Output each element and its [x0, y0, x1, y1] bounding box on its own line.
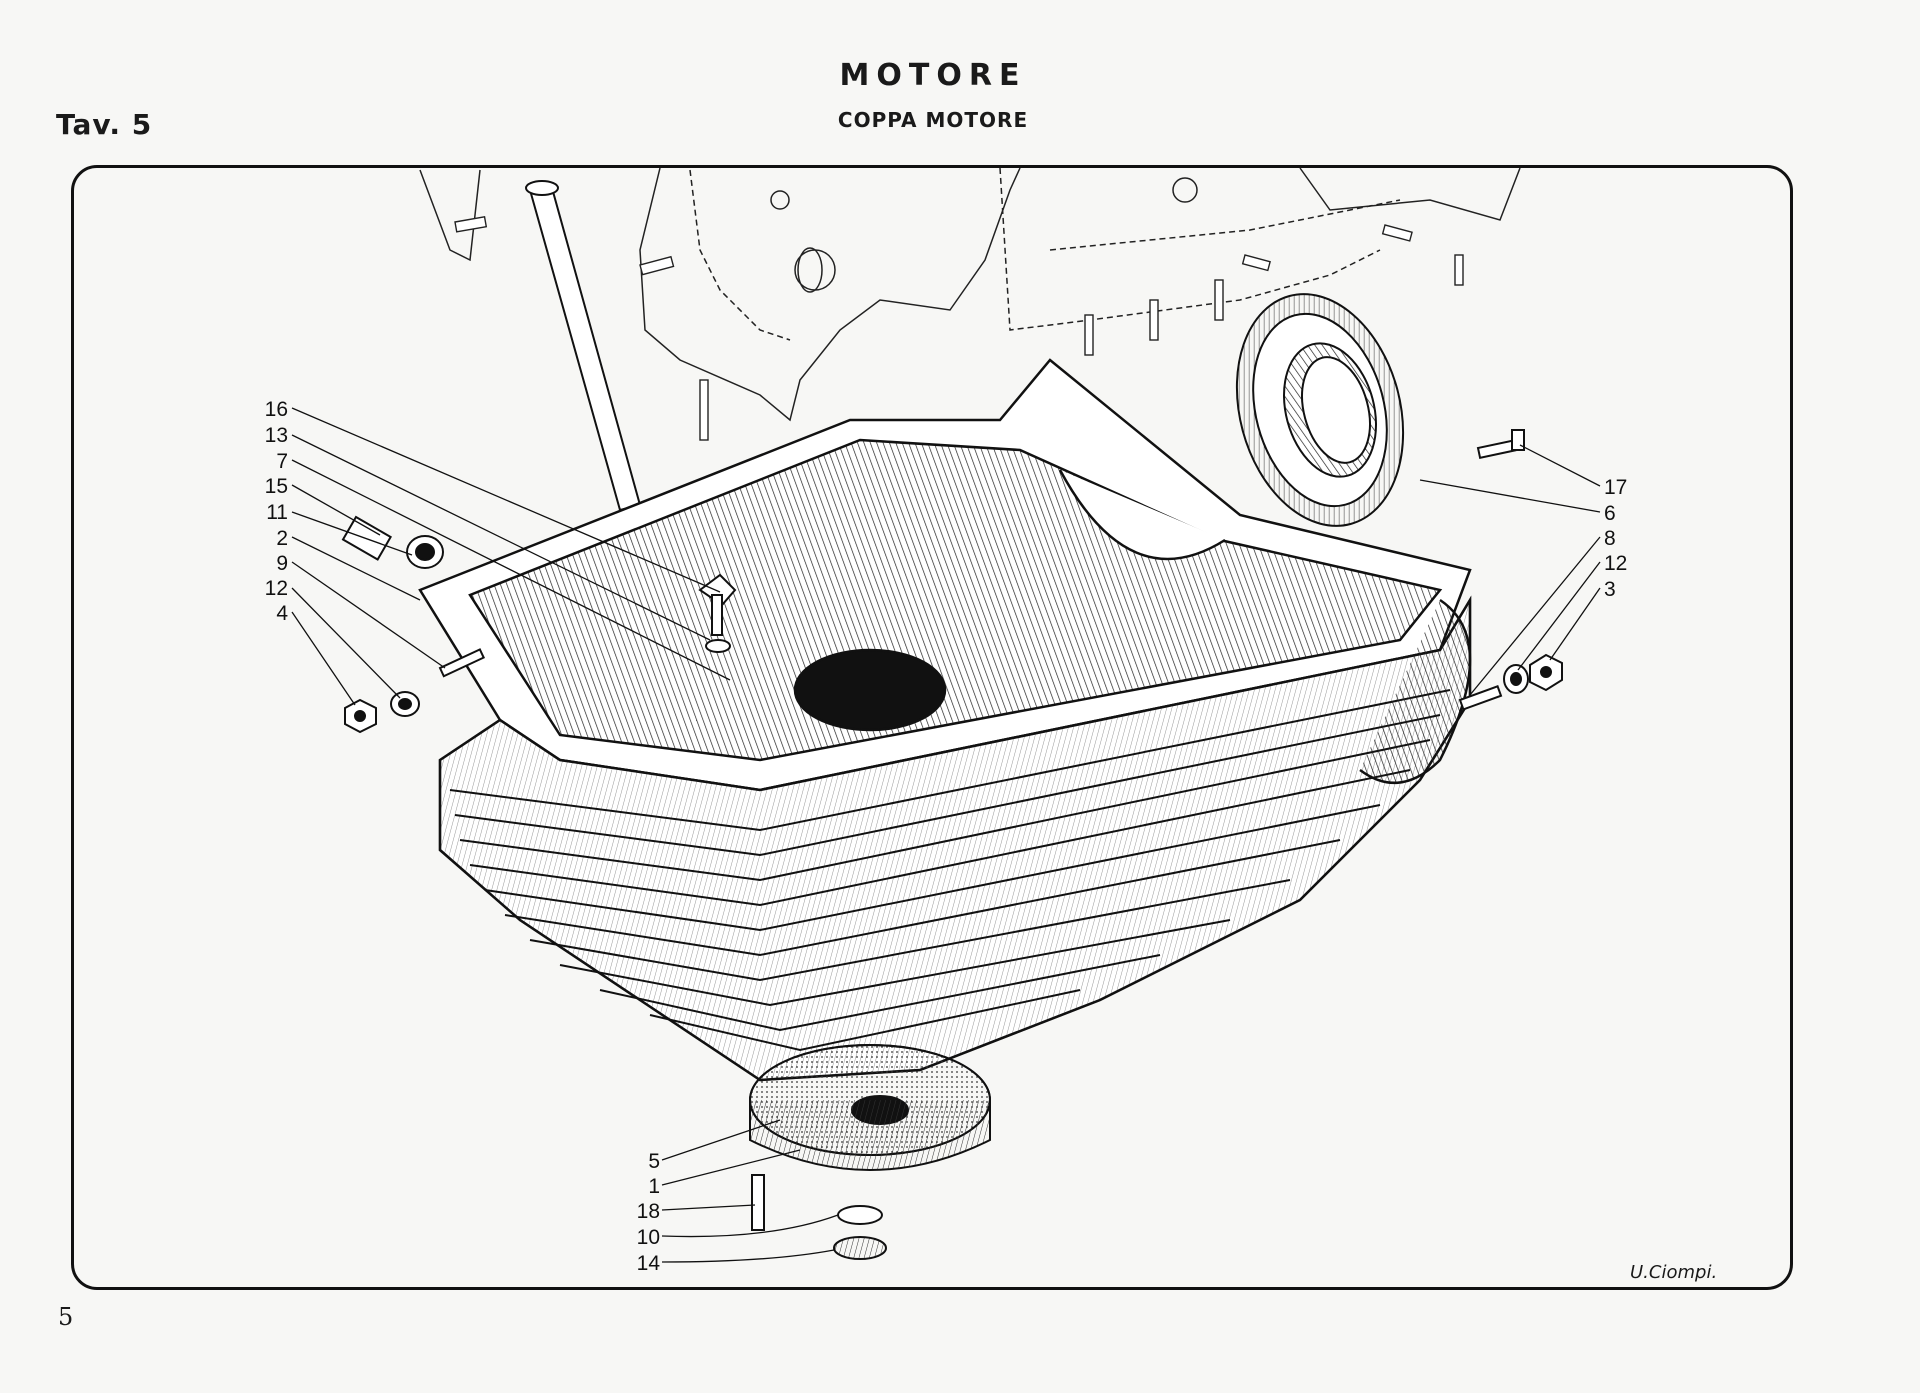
callouts-left: 16 13 7 15 11 2 9 12 4: [265, 398, 289, 625]
right-hardware: [1458, 429, 1563, 711]
callout-14: 14: [637, 1252, 661, 1275]
callout-12-left: 12: [265, 577, 288, 600]
drain-flange: [749, 1044, 991, 1171]
callout-1: 1: [648, 1175, 660, 1198]
callout-18: 18: [637, 1200, 660, 1223]
block-studs: [454, 215, 1464, 441]
page-subtitle: COPPA MOTORE: [837, 108, 1029, 132]
page-title: MOTORE: [839, 58, 1027, 93]
callout-4: 4: [276, 602, 288, 625]
callout-15: 15: [265, 475, 288, 498]
drain-plug: [751, 1174, 887, 1260]
callout-12-right: 12: [1604, 552, 1627, 575]
callout-17: 17: [1604, 476, 1627, 499]
dipstick-tube: [525, 180, 642, 512]
callout-8: 8: [1604, 527, 1616, 550]
callout-16: 16: [265, 398, 288, 421]
callouts-right: 17 6 8 12 3: [1604, 476, 1627, 601]
artist-signature: U.Ciompi.: [1630, 1262, 1718, 1283]
oil-pan: [418, 358, 1472, 1082]
engine-block-outline: [419, 167, 1521, 422]
page-number: 5: [58, 1303, 74, 1331]
rear-seal-flange: [1235, 293, 1405, 527]
callout-7: 7: [276, 450, 288, 473]
callout-6: 6: [1604, 502, 1616, 525]
callout-5: 5: [648, 1150, 660, 1173]
callout-11: 11: [266, 501, 288, 524]
callout-9: 9: [276, 552, 288, 575]
callout-3: 3: [1604, 578, 1616, 601]
callout-13: 13: [265, 424, 288, 447]
callout-10: 10: [637, 1226, 660, 1249]
callout-2: 2: [276, 527, 288, 550]
leader-lines: [291, 407, 1601, 1263]
plate-number: Tav. 5: [56, 108, 153, 141]
illustration-frame: [71, 165, 1793, 1290]
callouts-bottom: 5 1 18 10 14: [637, 1150, 661, 1275]
